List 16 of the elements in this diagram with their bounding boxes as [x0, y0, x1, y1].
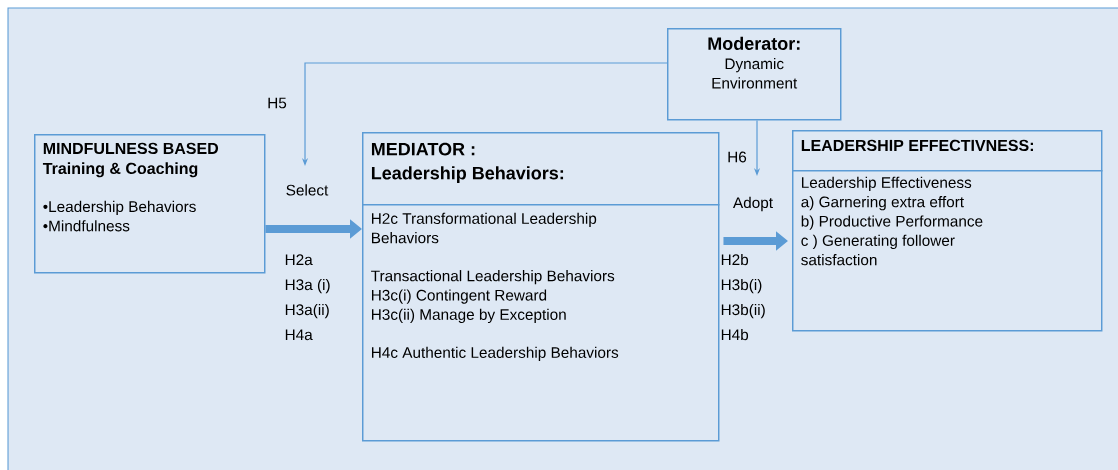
hypothesis-label: H4a: [285, 329, 313, 341]
hypothesis-label: Select: [286, 184, 329, 196]
hypothesis-label: H4b: [721, 328, 749, 341]
concept-box: MINDFULNESS BASED Training & Coaching •Leadership Behaviors •Mindfulness: [34, 134, 266, 274]
header-box: LEADERSHIP EFFECTIVNESS:: [792, 130, 1103, 172]
hypothesis-label: H3a(ii): [285, 303, 329, 319]
hypothesis-label: H2a: [285, 254, 313, 266]
edge-label: H5: [268, 97, 287, 109]
header-box: MEDIATOR : Leadership Behaviors:: [362, 132, 720, 206]
edge-label: H6: [728, 151, 747, 163]
hypothesis-label: H3b(i): [721, 278, 762, 294]
hypothesis-label: Adopt: [733, 196, 773, 212]
hypothesis-label: H3b(ii): [721, 303, 765, 319]
moderator-box: Moderator: Dynamic Environment: [667, 28, 842, 121]
hypothesis-label: H3a (i): [285, 278, 330, 294]
hypothesis-label: H2b: [721, 253, 749, 266]
